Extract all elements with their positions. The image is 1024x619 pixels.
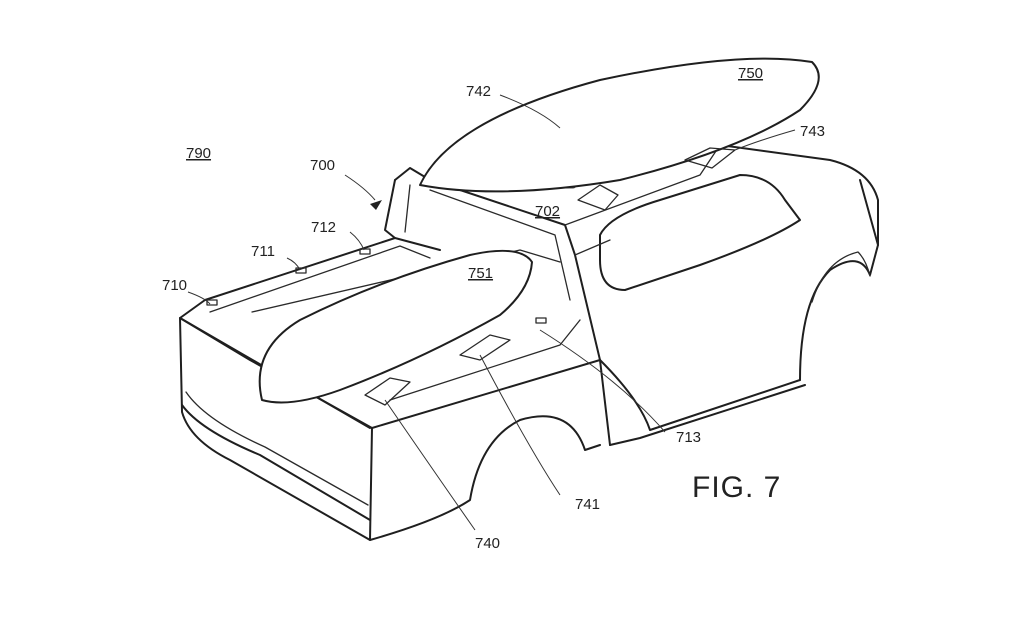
label-712: 712 — [311, 219, 336, 236]
label-702: 702 — [535, 203, 560, 220]
rail-mounts — [206, 248, 547, 324]
label-740: 740 — [475, 535, 500, 552]
roof-board-750 — [419, 57, 820, 211]
label-742: 742 — [466, 83, 491, 100]
leader-lines — [187, 94, 796, 531]
label-751: 751 — [468, 265, 493, 282]
arrow-head — [370, 200, 382, 210]
figure-label: FIG. 7 — [692, 471, 781, 504]
label-713: 713 — [676, 429, 701, 446]
vehicle-body — [179, 144, 879, 541]
label-711: 711 — [251, 243, 275, 260]
label-750: 750 — [738, 65, 763, 82]
bed-board-751 — [258, 249, 533, 406]
label-710: 710 — [162, 277, 187, 294]
label-741: 741 — [575, 496, 600, 513]
label-790: 790 — [186, 145, 211, 162]
label-743: 743 — [800, 123, 825, 140]
label-700: 700 — [310, 157, 335, 174]
